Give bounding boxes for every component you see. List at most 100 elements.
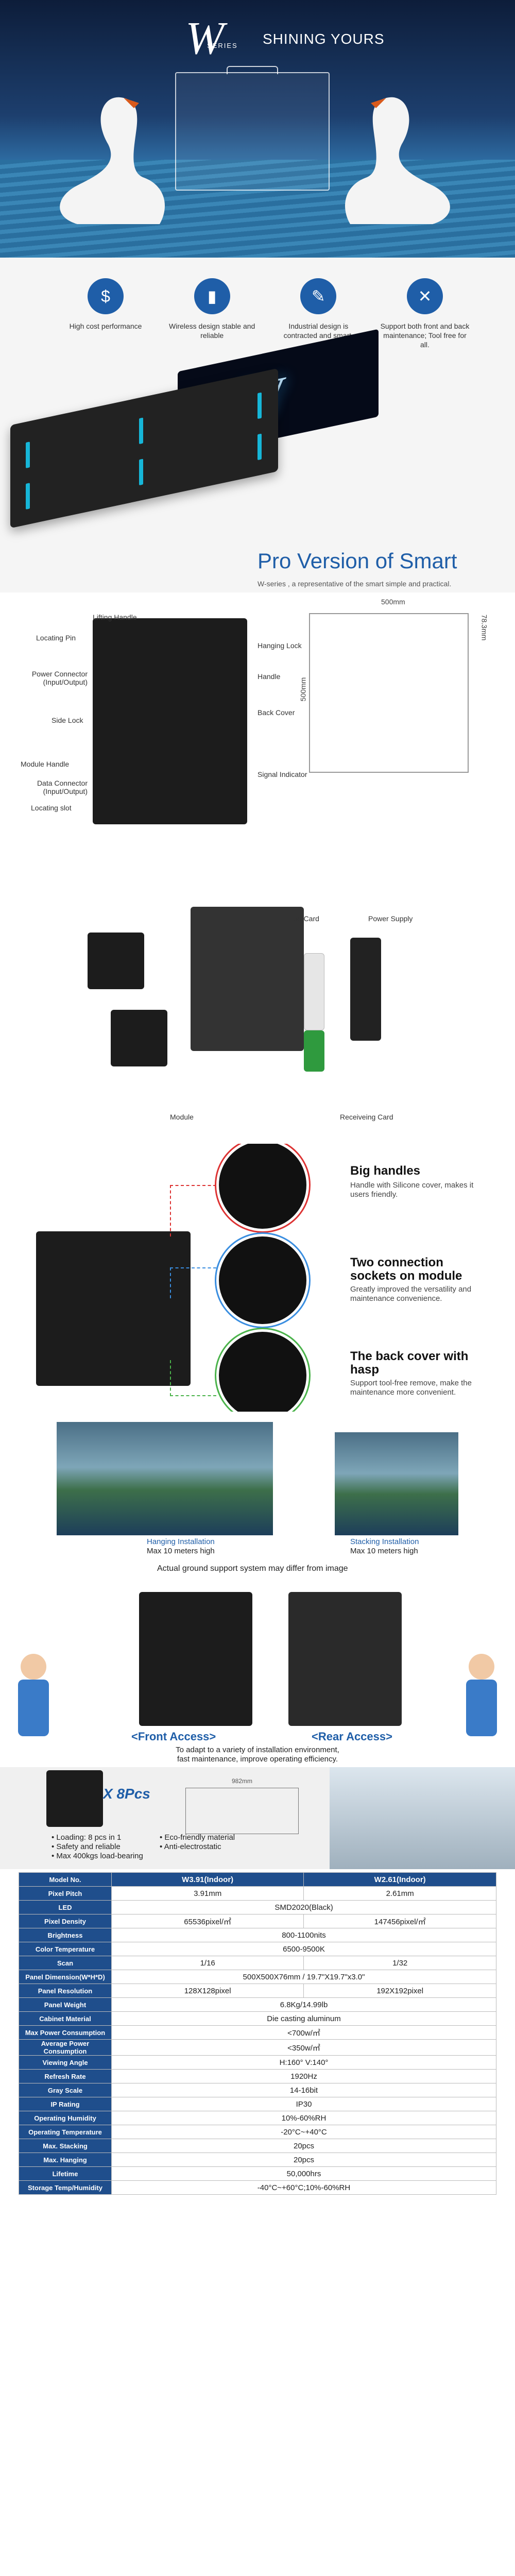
label-receiving-card: Receiveing Card xyxy=(340,1113,393,1121)
feature-text: High cost performance xyxy=(69,322,142,330)
pack-features-left: • Loading: 8 pcs in 1 • Safety and relia… xyxy=(52,1833,143,1861)
swan-left-image xyxy=(60,97,165,224)
spec-value: 192X192pixel xyxy=(303,1984,496,1998)
table-header-row: Model No.W3.91(Indoor)W2.61(Indoor) xyxy=(19,1872,496,1887)
feature-text: Support both front and back maintenance;… xyxy=(380,322,470,349)
label-power-supply: Power Supply xyxy=(368,914,413,923)
table-row: Max Power Consumption<700w/㎡ xyxy=(19,2025,496,2040)
access-description: To adapt to a variety of installation en… xyxy=(170,1745,345,1764)
features-section: $ High cost performance ▮ Wireless design … xyxy=(0,258,515,592)
spec-value: 1/16 xyxy=(111,1956,304,1970)
spec-label: Operating Humidity xyxy=(19,2111,112,2125)
socket-detail-image xyxy=(216,1234,309,1327)
spec-label: Gray Scale xyxy=(19,2083,112,2097)
signal-bars-icon: ▮ xyxy=(194,278,230,314)
led-strip xyxy=(26,442,30,468)
spec-label: Average Power Consumption xyxy=(19,2039,112,2056)
spec-value: 128X128pixel xyxy=(111,1984,304,1998)
spec-value: 10%-60%RH xyxy=(111,2111,496,2125)
feature-text: Wireless design stable and reliable xyxy=(169,322,255,340)
hanging-installation-image xyxy=(57,1422,273,1535)
spec-value: 20pcs xyxy=(111,2139,496,2153)
rear-access-image xyxy=(288,1592,402,1726)
red-connector-line xyxy=(170,1185,216,1236)
spec-value: 20pcs xyxy=(111,2153,496,2167)
led-strip xyxy=(139,417,143,445)
case-dimension: 982mm xyxy=(232,1777,253,1785)
spec-label: Panel Resolution xyxy=(19,1984,112,1998)
pack-feature: • Loading: 8 pcs in 1 xyxy=(52,1833,122,1842)
label-module-handle: Module Handle xyxy=(21,760,70,768)
spec-value: -40°C~+60°C;10%-60%RH xyxy=(111,2180,496,2195)
spec-label: IP Rating xyxy=(19,2097,112,2111)
pack-features-right: • Eco-friendly material • Anti-electrost… xyxy=(160,1833,235,1852)
structure-diagram: Lifting Handle Locating Pin Power Connec… xyxy=(0,592,515,881)
feature-item: ▮ Wireless design stable and reliable xyxy=(166,278,259,349)
spec-value: 800-1100nits xyxy=(111,1928,496,1942)
spec-value: 14-16bit xyxy=(111,2083,496,2097)
pro-subtitle: W-series , a representative of the smart… xyxy=(258,580,452,588)
feature-item: ✕Support both front and back maintenance… xyxy=(379,278,471,349)
cargo-plane-image xyxy=(330,1767,515,1869)
spec-value: SMD2020(Black) xyxy=(111,1900,496,1914)
label-signal-indicator: Signal Indicator xyxy=(258,770,307,778)
pack-feature: • Eco-friendly material xyxy=(160,1833,235,1842)
access-desc-line: fast maintenance, improve operating effi… xyxy=(177,1755,338,1764)
led-strip xyxy=(26,483,30,510)
frame-handle-outline xyxy=(227,66,278,74)
blue-connector-line xyxy=(170,1267,216,1298)
spec-value: H:160° V:140° xyxy=(111,2055,496,2070)
green-connector-line xyxy=(170,1360,216,1396)
spec-label: LED xyxy=(19,1900,112,1914)
width-dimension: 500mm xyxy=(381,598,405,606)
front-access-image xyxy=(139,1592,252,1726)
wireframe-drawing xyxy=(309,613,469,773)
spec-value: 2.61mm xyxy=(303,1886,496,1901)
dollar-icon: $ xyxy=(88,278,124,314)
spec-label: Model No. xyxy=(19,1872,112,1887)
exploded-view: Hub Card Power Supply Module Receiveing … xyxy=(0,881,515,1144)
label-hanging-lock: Hanging Lock xyxy=(258,641,302,650)
feature-item: $ High cost performance xyxy=(59,278,152,349)
table-row: Storage Temp/Humidity-40°C~+60°C;10%-60%… xyxy=(19,2180,496,2195)
detail-desc: Support tool-free remove, make the maint… xyxy=(350,1379,472,1397)
spec-label: Scan xyxy=(19,1956,112,1970)
hanging-title: Hanging Installation xyxy=(147,1537,215,1546)
access-section: <Front Access> <Rear Access> To adapt to… xyxy=(0,1582,515,1767)
height-dimension: 500mm xyxy=(299,677,307,702)
spec-label: Lifetime xyxy=(19,2166,112,2181)
tagline: SHINING YOURS xyxy=(263,31,385,47)
logo-series: SERIES xyxy=(207,42,238,49)
spec-label: Max. Hanging xyxy=(19,2153,112,2167)
spec-value: 147456pixel/㎡ xyxy=(303,1914,496,1928)
back-cover-detail-image xyxy=(216,1329,309,1412)
spec-value: 3.91mm xyxy=(111,1886,304,1901)
module-image xyxy=(88,933,144,989)
rear-access-label: <Rear Access> xyxy=(312,1730,392,1743)
spec-value: <350w/㎡ xyxy=(111,2039,496,2056)
feather-icon: ✎ xyxy=(300,278,337,314)
handle-detail-image xyxy=(216,1144,309,1231)
spec-label: Panel Dimension(W*H*D) xyxy=(19,1970,112,1984)
packing-section: X 8Pcs 982mm • Loading: 8 pcs in 1 • Saf… xyxy=(0,1767,515,1869)
power-box-image xyxy=(350,938,381,1041)
label-handle: Handle xyxy=(258,672,281,681)
detail-features: Big handles Handle with Silicone cover, … xyxy=(0,1144,515,1412)
spec-label: Pixel Density xyxy=(19,1914,112,1928)
spec-label: Cabinet Material xyxy=(19,2011,112,2026)
spec-value: 1920Hz xyxy=(111,2069,496,2083)
flight-case-drawing xyxy=(185,1788,299,1834)
table-row: Panel Dimension(W*H*D)500X500X76mm / 19.… xyxy=(19,1970,496,1984)
cabinet-back-view xyxy=(93,618,247,824)
